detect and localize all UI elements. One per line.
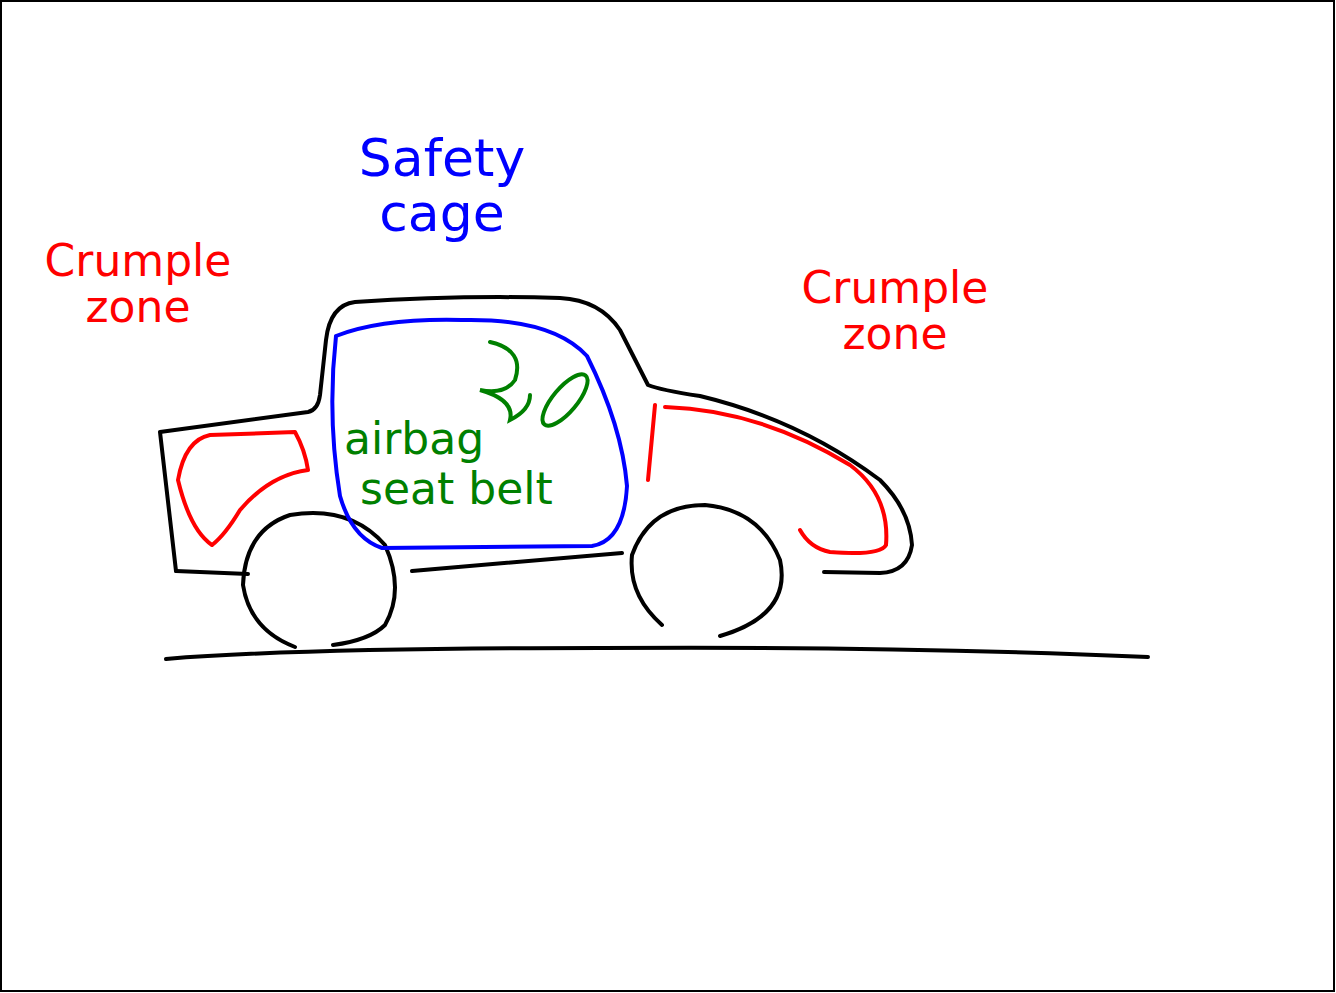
car-sill [176, 571, 248, 574]
node-text: seat belt [360, 466, 600, 512]
cage-outline-path [332, 320, 627, 548]
airbag-arrow [480, 342, 530, 420]
part-label: Crumple zone [765, 265, 1025, 357]
rear-crumple-zone [178, 432, 308, 545]
rear-wheel [243, 513, 395, 647]
front-wheel [632, 505, 782, 636]
airbag-symbol [535, 368, 595, 432]
node-text: airbag [344, 416, 564, 462]
part-label: Crumple zone [38, 238, 238, 330]
node-heading: Safety cage [292, 131, 592, 240]
car-body-outline [160, 297, 912, 573]
front-crumple-zone [648, 405, 886, 553]
ground-line [166, 648, 1148, 659]
car-underside [412, 553, 622, 571]
safety-cage: Safety cageairbagseat belt [322, 316, 632, 550]
